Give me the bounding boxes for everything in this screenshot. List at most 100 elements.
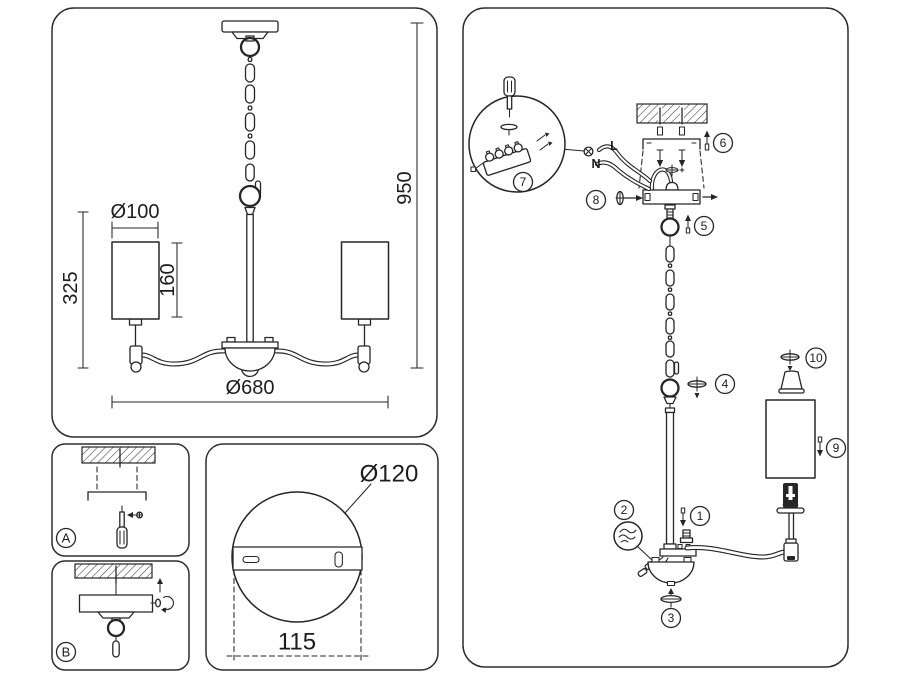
arrow-up-b bbox=[157, 578, 163, 593]
arrow-up-6 bbox=[704, 130, 710, 137]
cable-grip-screw bbox=[665, 164, 679, 191]
arm-nipple bbox=[682, 529, 691, 539]
panel-b-label: B bbox=[55, 641, 77, 663]
assembly-ceiling bbox=[636, 103, 708, 125]
canopy-plate bbox=[221, 20, 279, 33]
finial-cap bbox=[778, 370, 805, 394]
wire-live-label: L bbox=[610, 139, 618, 153]
callout-7: 7 bbox=[512, 171, 534, 193]
svg-text:1: 1 bbox=[697, 509, 704, 523]
mounting-bracket-a bbox=[87, 491, 147, 501]
center-rod-front bbox=[246, 213, 254, 343]
bracket-top-outline bbox=[642, 138, 701, 150]
screwdriver-icon-a bbox=[116, 505, 128, 549]
hanging-ring-b bbox=[106, 618, 126, 638]
shade-left bbox=[111, 241, 160, 320]
dim-shade-height: 160 bbox=[157, 242, 183, 318]
panel-assembly: 6 8 bbox=[462, 7, 849, 668]
svg-text:3: 3 bbox=[668, 611, 675, 625]
stem-right bbox=[357, 318, 372, 373]
svg-text:7: 7 bbox=[520, 175, 527, 189]
arm-left-front bbox=[139, 348, 227, 367]
chain-end-ring bbox=[660, 378, 680, 398]
dim-shade-diameter: Ø100 bbox=[111, 201, 160, 239]
chandelier-front-drawing bbox=[111, 20, 390, 378]
panel-detail-b: B bbox=[51, 560, 190, 671]
dim-shade-diameter-label: Ø100 bbox=[111, 201, 160, 223]
callout-9: 9 bbox=[817, 436, 847, 459]
chain-front bbox=[244, 56, 256, 182]
panel-a-letter: A bbox=[62, 531, 71, 546]
front-view-dimensions: Ø100 160 325 950 Ø680 bbox=[60, 22, 424, 409]
dim-canopy-diameter-label: Ø120 bbox=[360, 461, 419, 488]
wire-neutral-label: N bbox=[591, 157, 600, 171]
panel-front-view-border bbox=[51, 7, 438, 438]
hanging-ring-top bbox=[239, 36, 261, 58]
mount-slot-horizontal bbox=[242, 555, 260, 564]
screw-a-icon bbox=[127, 511, 143, 519]
canopy-collar-b bbox=[97, 611, 135, 619]
socket-stem bbox=[788, 512, 795, 540]
dim-body-height-label: 325 bbox=[60, 271, 82, 304]
ceiling-hatch-a bbox=[81, 446, 156, 464]
mounting-bar bbox=[642, 189, 701, 205]
callout-2: 2 bbox=[613, 499, 653, 561]
side-screw-b bbox=[150, 595, 174, 613]
panel-a-border bbox=[51, 443, 190, 557]
ground-screw bbox=[583, 146, 594, 157]
shade-holder-disc bbox=[776, 507, 805, 514]
wire-neutral bbox=[594, 160, 652, 192]
bracket-screw-right bbox=[678, 149, 686, 173]
canopy-plate-b bbox=[78, 594, 154, 613]
svg-text:2: 2 bbox=[621, 503, 628, 517]
arm-right-front bbox=[273, 348, 361, 367]
panel-detail-a: A bbox=[51, 443, 190, 557]
panel-b-letter: B bbox=[62, 645, 71, 660]
mount-slot-vertical bbox=[334, 551, 343, 568]
lamp-socket-black bbox=[782, 483, 799, 508]
shade-right bbox=[340, 241, 390, 320]
magnifier-circle-2 bbox=[613, 521, 643, 551]
wall-plugs bbox=[656, 126, 686, 136]
mains-cable bbox=[649, 167, 674, 193]
canopy-mount-bar bbox=[232, 546, 363, 571]
panel-front-view: Ø100 160 325 950 Ø680 bbox=[51, 7, 438, 438]
terminal-block-detail: 7 bbox=[468, 76, 566, 193]
panel-canopy-view: Ø120 115 bbox=[205, 443, 439, 671]
chain-assembly bbox=[660, 234, 680, 405]
callout-4: 4 bbox=[687, 373, 736, 399]
dim-total-height: 950 bbox=[394, 22, 424, 369]
wire-tail bbox=[474, 162, 484, 170]
panel-a-label: A bbox=[55, 527, 77, 549]
arm-assembly bbox=[679, 529, 788, 560]
shade-cylinder bbox=[765, 399, 816, 479]
dim-total-height-label: 950 bbox=[394, 171, 416, 204]
center-hub-front bbox=[221, 336, 279, 378]
svg-text:8: 8 bbox=[593, 193, 600, 207]
projection-left bbox=[638, 150, 644, 189]
washer-icon bbox=[500, 123, 518, 131]
dim-body-height: 325 bbox=[60, 211, 89, 369]
dim-total-width: Ø680 bbox=[111, 377, 389, 409]
callout-10: 10 bbox=[780, 347, 827, 371]
svg-text:10: 10 bbox=[809, 351, 823, 365]
canopy-collar bbox=[231, 31, 269, 40]
callout-5: 5 bbox=[685, 214, 715, 237]
svg-text:5: 5 bbox=[701, 219, 708, 233]
svg-text:6: 6 bbox=[720, 136, 727, 150]
bottom-bowl bbox=[647, 556, 695, 587]
magnifier-leader-2 bbox=[636, 545, 653, 561]
wire-live bbox=[596, 144, 653, 184]
stem-left bbox=[128, 318, 143, 373]
callout-3: 3 bbox=[660, 588, 682, 629]
callout-8: 8 bbox=[585, 189, 643, 211]
dim-shade-height-label: 160 bbox=[157, 263, 179, 296]
svg-text:4: 4 bbox=[722, 377, 729, 391]
chain-link-b bbox=[112, 640, 120, 658]
arrow-right-bracket bbox=[702, 194, 718, 200]
callout-6: 6 bbox=[704, 130, 734, 154]
terminal-block bbox=[482, 141, 532, 176]
wire-connector-2 bbox=[637, 568, 648, 577]
socket-assembly bbox=[776, 483, 805, 562]
